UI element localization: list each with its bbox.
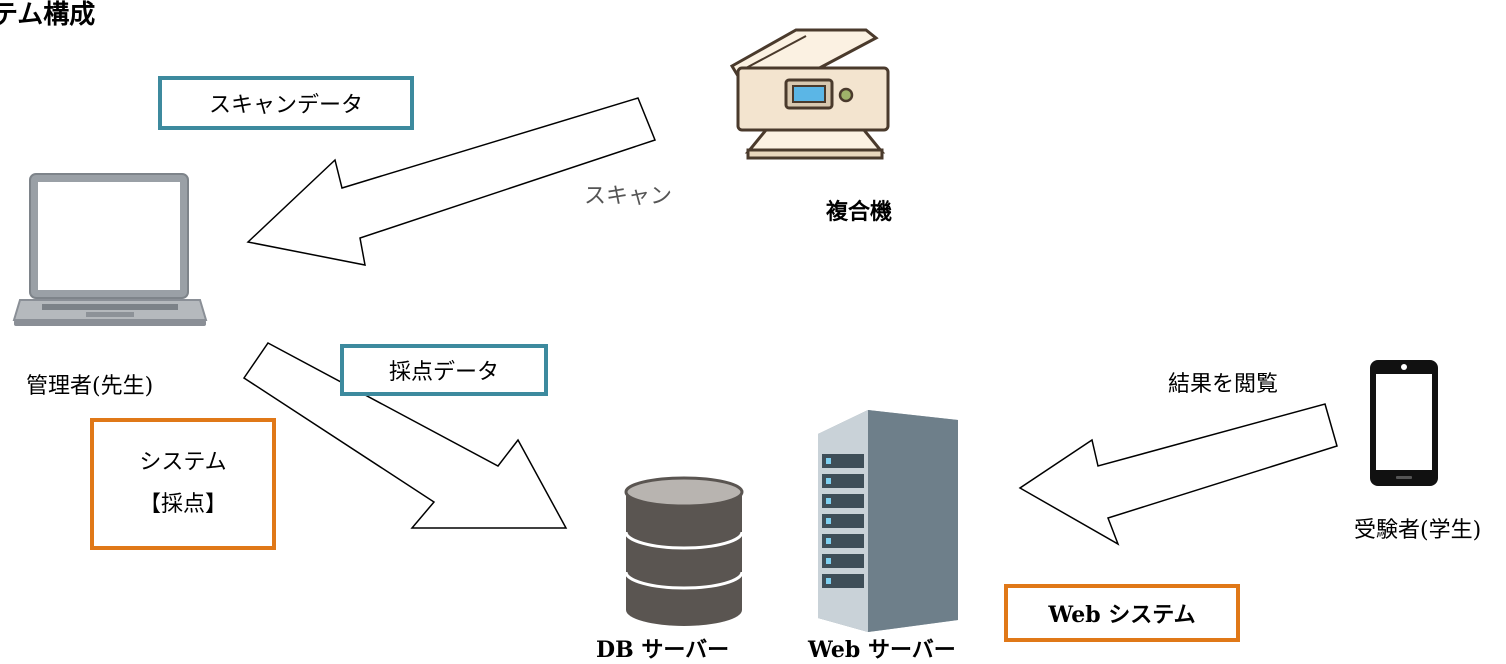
server-rack-icon [818,410,958,632]
grading-system-box: システム 【採点】 [90,418,276,550]
web-system-label: Web システム [1048,602,1196,628]
view-results-label: 結果を閲覧 [1168,372,1279,397]
scan-data-box: スキャンデータ [158,76,414,130]
student-label: 受験者(学生) [1354,518,1482,543]
laptop-icon [12,173,208,326]
printer-icon [729,28,890,160]
page-title: テム構成 [0,0,96,30]
scan-arrow [246,97,656,266]
view-results-arrow [1018,403,1338,546]
grading-data-label: 採点データ [388,360,499,385]
database-icon [624,476,744,626]
grading-arrow [242,342,568,529]
scan-label: スキャン [584,184,673,209]
web-system-box: Web システム [1004,584,1240,642]
mfp-label: 複合機 [826,199,893,225]
db-server-label: DB サーバー [596,637,730,663]
system-label: システム [139,450,227,475]
grading-data-box: 採点データ [340,344,548,396]
teacher-label: 管理者(先生) [26,374,154,399]
scan-data-label: スキャンデータ [208,93,363,118]
web-server-label: Web サーバー [808,637,956,663]
smartphone-icon [1370,360,1438,486]
grading-label: 【採点】 [138,492,227,517]
